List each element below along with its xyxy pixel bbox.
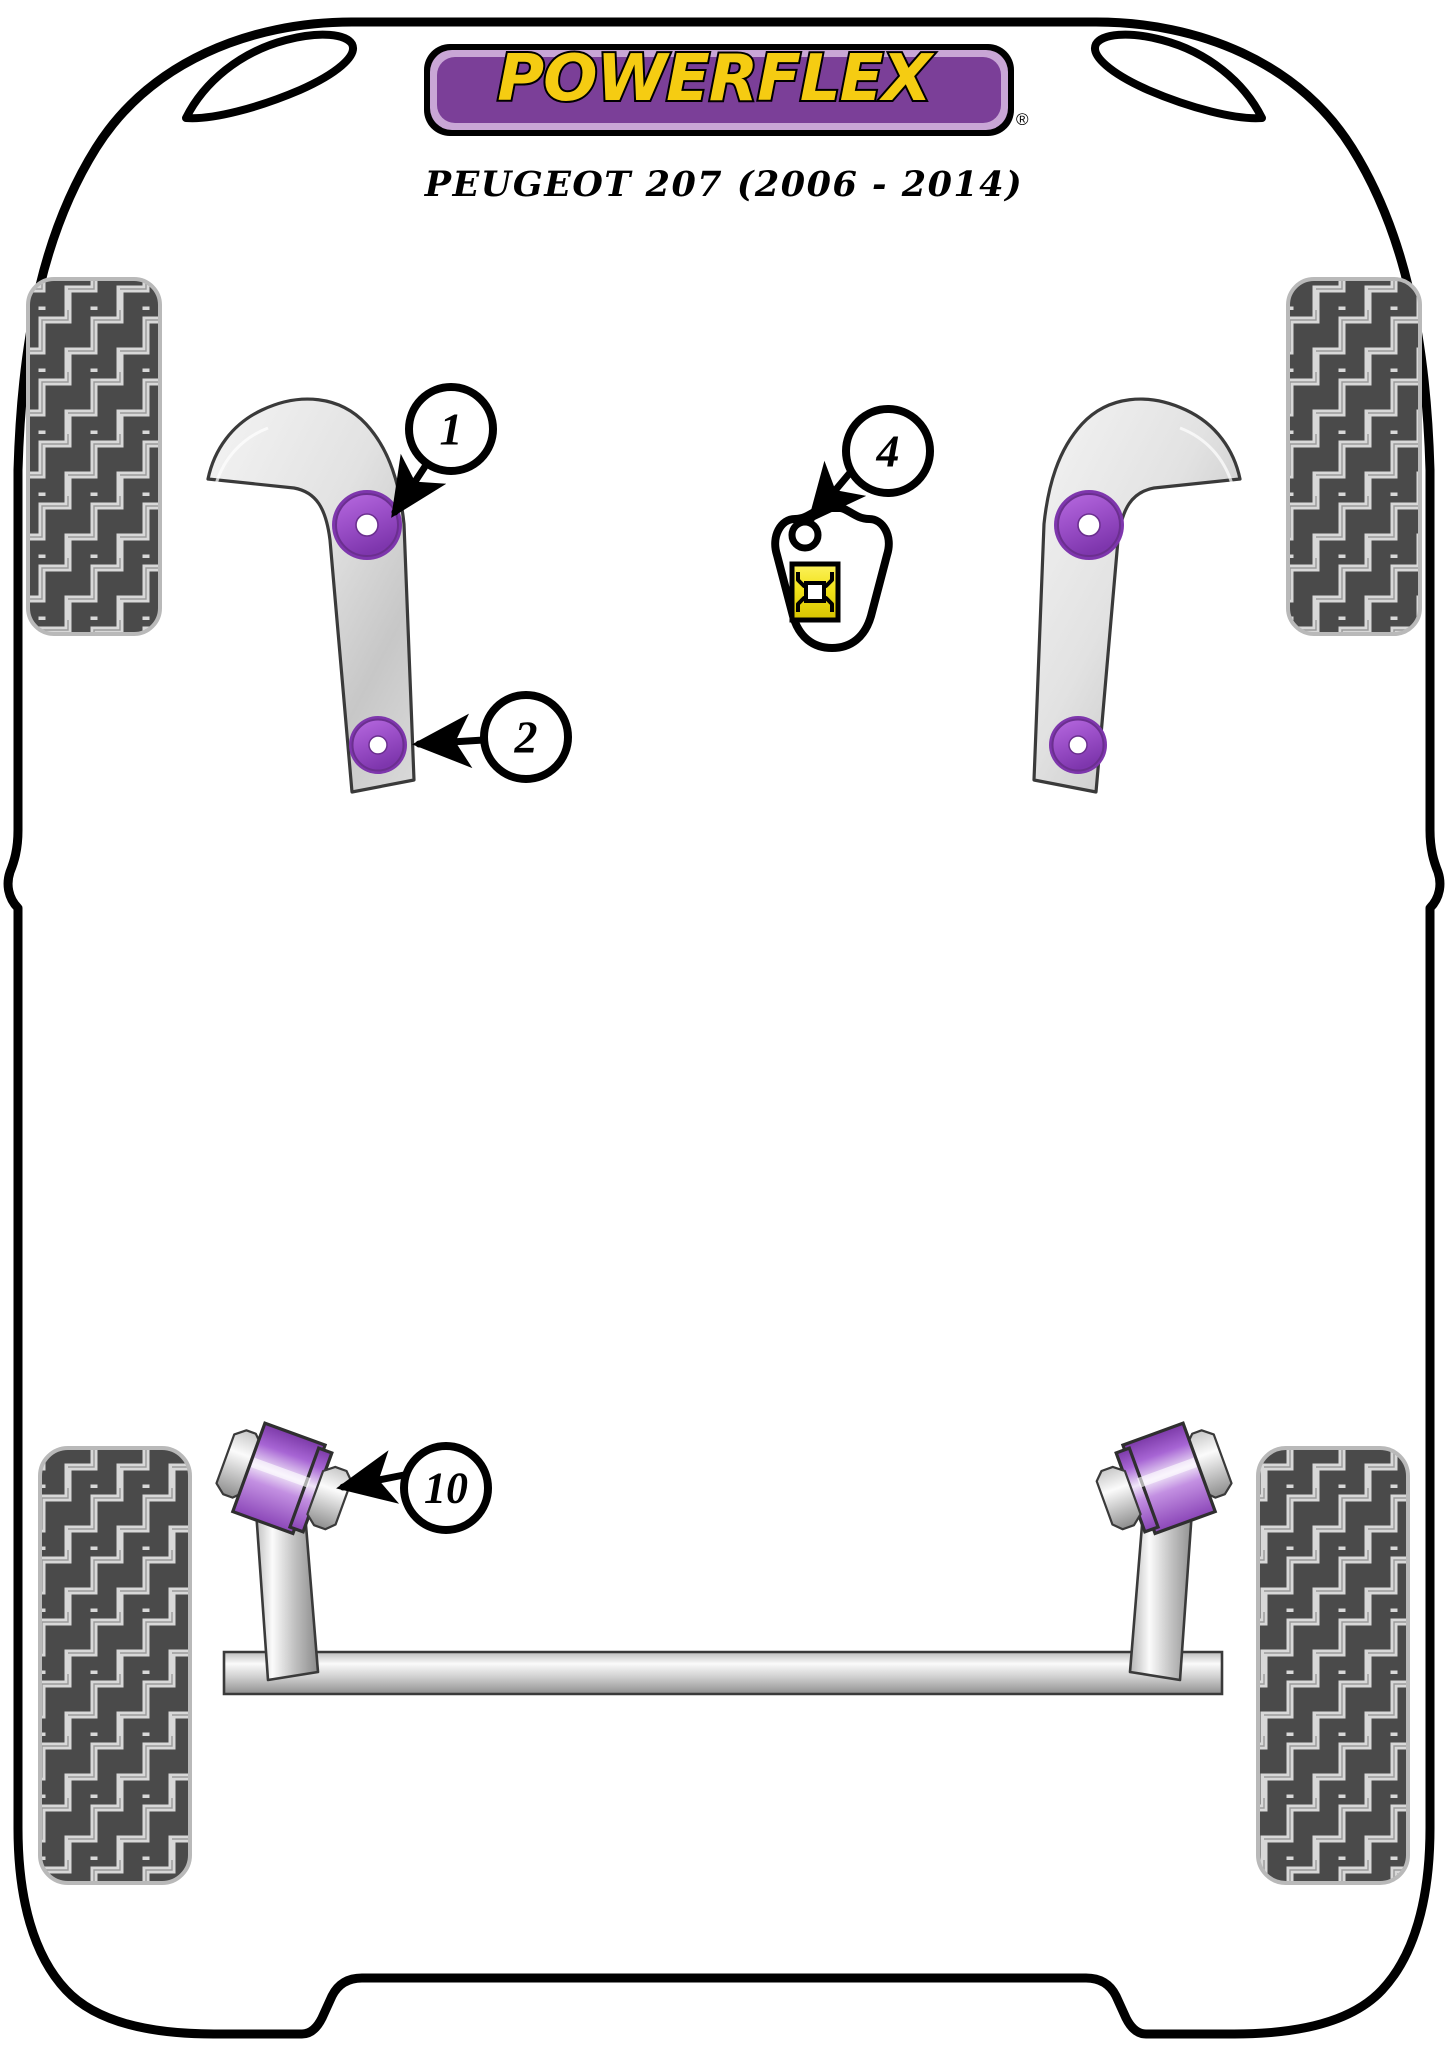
callout-1-circle[interactable] <box>405 383 497 475</box>
logo-plate-field <box>437 57 1001 123</box>
callout-10-arrow <box>336 1450 408 1504</box>
callout-1-arrow <box>391 453 447 518</box>
callout-2-arrow <box>412 713 488 769</box>
bush-2-right <box>1049 716 1107 774</box>
powerflex-wordmark: POWERFLEX <box>497 42 934 116</box>
callout-4-number: 4 <box>876 426 900 477</box>
registered-trademark-icon: ® <box>1016 110 1029 129</box>
callout-2-circle[interactable] <box>480 691 572 783</box>
front-left-tyre <box>26 277 162 636</box>
powerflex-logo: POWERFLEX ® <box>424 40 1029 136</box>
bush-10-right <box>1095 1421 1233 1536</box>
callout-2[interactable]: 2 <box>480 691 572 783</box>
callout-10-number: 10 <box>424 1464 468 1513</box>
rear-right-tyre <box>1256 1446 1410 1885</box>
bush-10-left <box>215 1421 353 1536</box>
callout-10[interactable]: 10 <box>400 1442 492 1534</box>
car-body-outline <box>3 17 1445 2039</box>
callout-arrows <box>336 453 867 1504</box>
bush-2-left <box>349 716 407 774</box>
front-right-tyre <box>1286 277 1422 636</box>
callout-1[interactable]: 1 <box>405 383 497 475</box>
callout-1-number: 1 <box>440 404 463 455</box>
callout-4-arrow <box>807 460 867 524</box>
callout-2-number: 2 <box>514 712 538 763</box>
bush-1-left <box>332 490 402 560</box>
callout-10-circle[interactable] <box>400 1442 492 1534</box>
wing-mirror-left <box>182 30 357 123</box>
engine-mount-pivot-hole <box>788 518 822 552</box>
callout-4[interactable]: 4 <box>842 405 934 497</box>
callout-4-circle[interactable] <box>842 405 934 497</box>
wing-mirror-right <box>1091 30 1266 123</box>
page-title: PEUGEOT 207 (2006 - 2014) <box>424 164 1023 205</box>
engine-mount-yellow-bush-insert <box>789 561 841 623</box>
rear-left-tyre <box>38 1446 192 1885</box>
bush-1-right <box>1054 490 1124 560</box>
